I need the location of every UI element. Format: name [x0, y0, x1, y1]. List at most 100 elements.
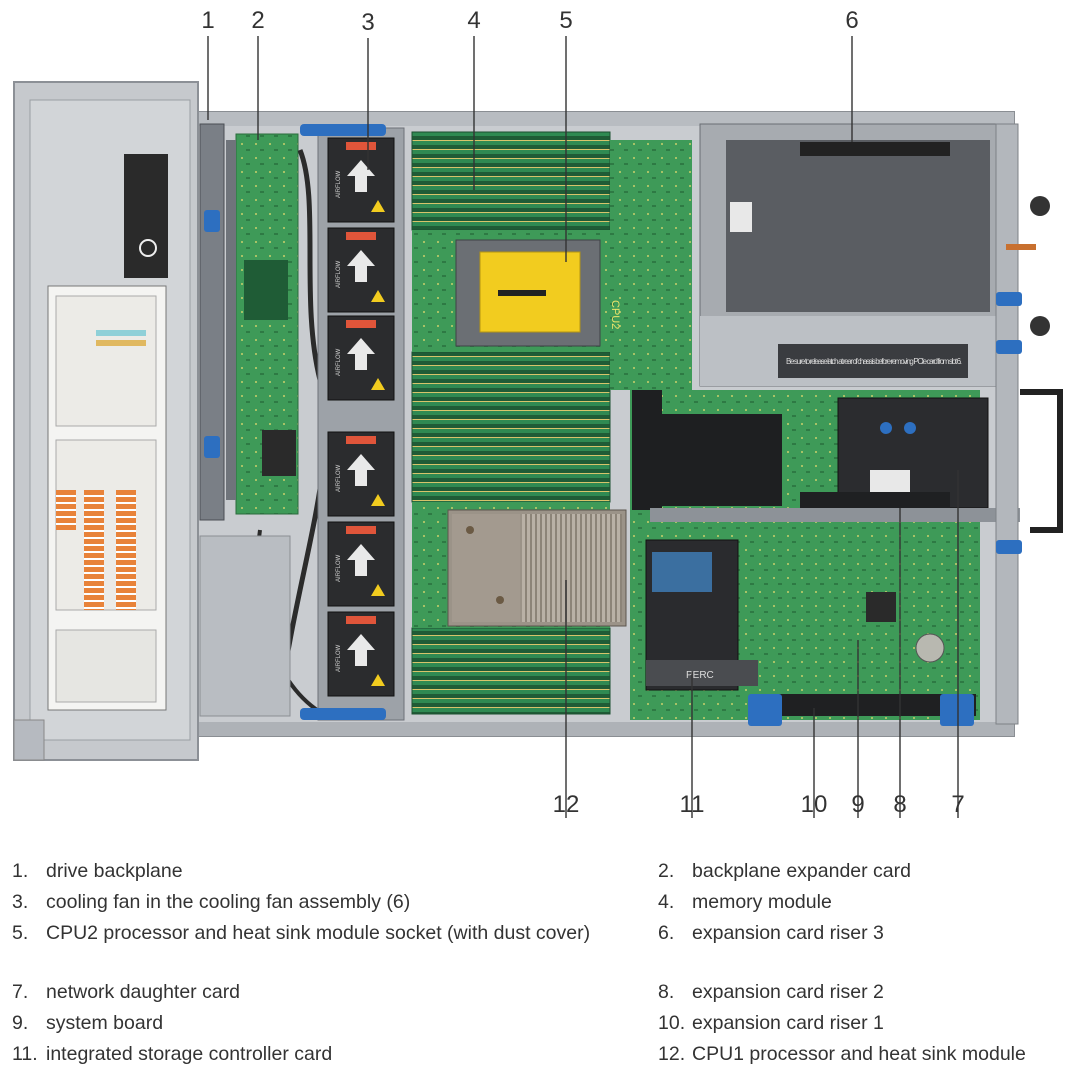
- legend-number: 2.: [658, 860, 675, 882]
- legend-number: 3.: [12, 891, 29, 913]
- chassis-bottom-rail: [196, 722, 1014, 736]
- legend-text: expansion card riser 2: [692, 981, 884, 1003]
- legend-item-3: 3. cooling fan in the cooling fan assembl…: [12, 889, 410, 916]
- legend-item-6: 6. expansion card riser 3: [658, 920, 884, 947]
- airflow-arrow-icon: [347, 544, 375, 576]
- airflow-arrow-icon: [347, 634, 375, 666]
- rear-panel: [995, 123, 1063, 725]
- cpu2-marking: CPU2: [609, 300, 621, 329]
- fan-assembly-handle: [300, 708, 386, 720]
- legend-item-8: 8. expansion card riser 2: [658, 979, 884, 1006]
- legend-item-4: 4. memory module: [658, 889, 832, 916]
- legend-text: integrated storage controller card: [46, 1043, 333, 1065]
- network-daughter-card: [837, 397, 989, 509]
- warning-sticker: [124, 154, 168, 278]
- cooling-fan: AIRFLOW: [327, 315, 395, 401]
- coin-battery: [915, 633, 945, 663]
- cpu2-socket-dust-cover: CPU2: [455, 239, 621, 347]
- callout-number-12: 12: [553, 791, 580, 818]
- backplane-expander-card: [226, 133, 299, 515]
- cooling-fan-assembly: AIRFLOW AIRFLOW AIRFLOW AIRFLOW AIRFLOW AIRFL…: [300, 124, 405, 721]
- server-internal-view-diagram: AIRFLOW AIRFLOW AIRFLOW AIRFLOW AIRFLOW AIRFL…: [13, 7, 1063, 818]
- callout-number-1: 1: [201, 7, 214, 34]
- cpu1-heat-sink: [447, 509, 627, 627]
- fan-airflow-text: AIRFLOW: [336, 348, 342, 376]
- fan-airflow-text: AIRFLOW: [336, 170, 342, 198]
- warning-icon: [371, 290, 385, 302]
- drive-backplane: [199, 123, 225, 521]
- perc-label: PERC: [686, 670, 714, 681]
- legend-item-2: 2.backplane expander card: [658, 858, 911, 885]
- integrated-storage-controller-card: PERC: [645, 539, 758, 691]
- callout-number-9: 9: [851, 791, 864, 818]
- legend-number: 1.: [12, 860, 29, 882]
- callout-number-8: 8: [893, 791, 906, 818]
- expansion-card-riser-2: [650, 492, 1020, 522]
- legend-item-9: 9. system board: [12, 1010, 163, 1037]
- callout-number-7: 7: [951, 791, 964, 818]
- front-cover-panel: [13, 81, 199, 761]
- callout-number-4: 4: [467, 7, 480, 34]
- legend-item-5: 5. CPU2 processor and heat sink module so…: [12, 920, 626, 947]
- legend-item-1: 1. drive backplane: [12, 858, 183, 885]
- legend-item-12: 12. CPU1 processor and heat sink module: [658, 1041, 1026, 1068]
- memory-modules-middle: [411, 351, 611, 503]
- legend-text: cooling fan in the cooling fan assembly …: [46, 891, 411, 913]
- legend-text: CPU1 processor and heat sink module: [692, 1043, 1026, 1065]
- cooling-fan: AIRFLOW: [327, 431, 395, 517]
- callout-number-11: 11: [680, 791, 705, 818]
- expansion-card-riser-1: [748, 694, 976, 726]
- callout-number-5: 5: [559, 7, 572, 34]
- legend-text: system board: [46, 1012, 164, 1034]
- cooling-fan: AIRFLOW: [327, 137, 395, 223]
- legend-number: 11.: [12, 1043, 38, 1065]
- cable-tray: [199, 535, 291, 717]
- callout-number-2: 2: [251, 7, 264, 34]
- legend-number: 7.: [12, 981, 29, 1003]
- legend-item-10: 10. expansion card riser 1: [658, 1010, 884, 1037]
- cooling-fan: AIRFLOW: [327, 227, 395, 313]
- legend-number: 5.: [12, 922, 29, 944]
- airflow-arrow-icon: [347, 338, 375, 370]
- warning-icon: [371, 200, 385, 212]
- cooling-fan: AIRFLOW: [327, 611, 395, 697]
- warning-icon: [371, 378, 385, 390]
- cooling-fan: AIRFLOW: [327, 521, 395, 607]
- legend: 1. drive backplane 2.backplane expander c…: [0, 848, 1080, 1080]
- warning-icon: [371, 674, 385, 686]
- legend-number: 12.: [658, 1043, 686, 1065]
- chassis-handle: [1020, 389, 1063, 533]
- fan-airflow-text: AIRFLOW: [336, 644, 342, 672]
- warning-icon: [371, 494, 385, 506]
- legend-number: 10.: [658, 1012, 686, 1034]
- legend-number: 8.: [658, 981, 675, 1003]
- airflow-arrow-icon: [347, 454, 375, 486]
- service-label: [47, 285, 167, 711]
- legend-text: CPU2 processor and heat sink module sock…: [46, 922, 591, 944]
- legend-text: expansion card riser 3: [692, 922, 884, 944]
- legend-text: drive backplane: [46, 860, 183, 882]
- chipset: [866, 592, 896, 622]
- riser-release-note: Be sure to release latch at rear of chas…: [786, 357, 962, 366]
- legend-text: memory module: [692, 891, 832, 913]
- fan-airflow-text: AIRFLOW: [336, 260, 342, 288]
- legend-text: network daughter card: [46, 981, 241, 1003]
- legend-text: expansion card riser 1: [692, 1012, 884, 1034]
- callout-number-10: 10: [801, 791, 828, 818]
- fan-airflow-text: AIRFLOW: [336, 554, 342, 582]
- legend-number: 9.: [12, 1012, 29, 1034]
- airflow-arrow-icon: [347, 250, 375, 282]
- fan-assembly-handle: [300, 124, 386, 136]
- legend-item-7: 7. network daughter card: [12, 979, 240, 1006]
- callout-number-6: 6: [845, 7, 858, 34]
- callout-number-3: 3: [361, 9, 374, 36]
- system-board-upper: [610, 140, 692, 390]
- legend-number: 4.: [658, 891, 675, 913]
- memory-modules-lower: [411, 627, 611, 715]
- memory-modules-upper: [411, 131, 611, 231]
- air-shroud-block: [652, 414, 782, 506]
- legend-number: 6.: [658, 922, 675, 944]
- warning-icon: [371, 584, 385, 596]
- legend-item-11: 11. integrated storage controller card: [12, 1041, 332, 1068]
